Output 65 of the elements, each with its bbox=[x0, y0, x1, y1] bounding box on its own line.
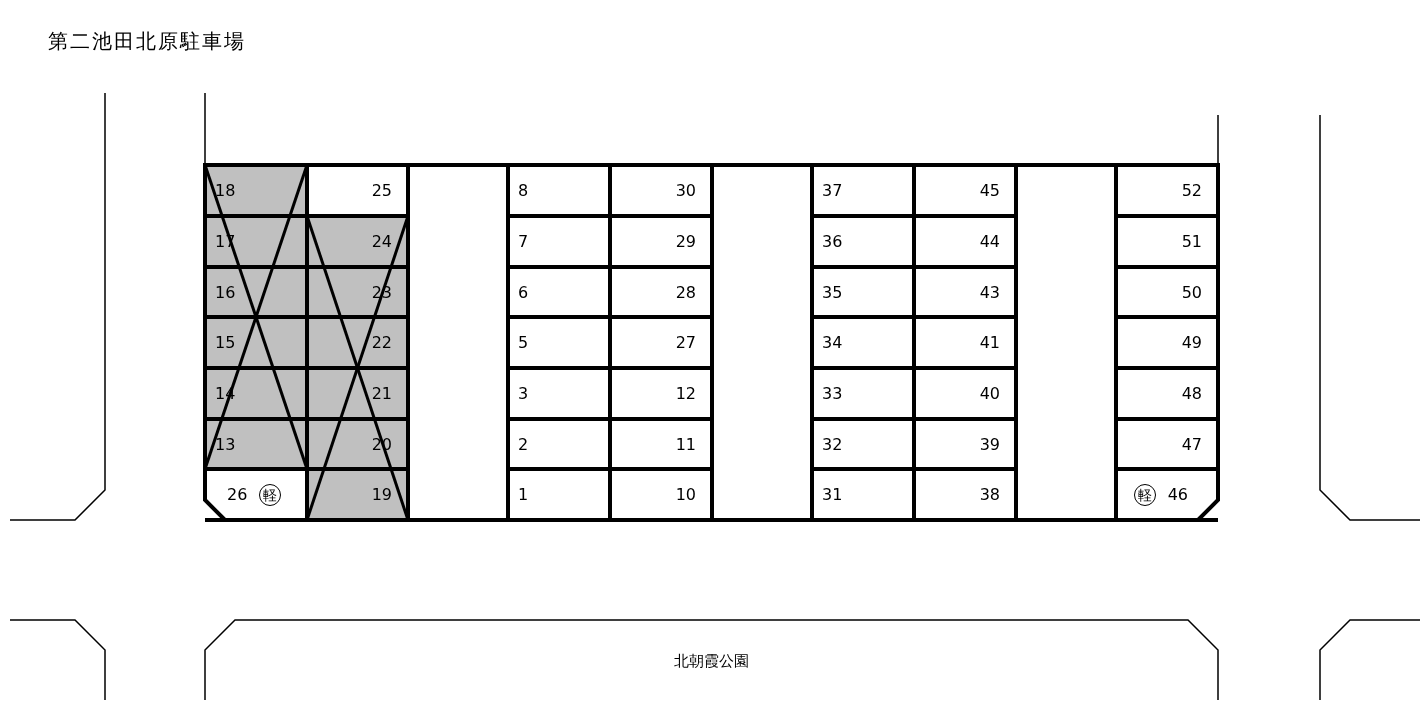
parking-space bbox=[205, 419, 307, 469]
parking-space bbox=[307, 469, 408, 520]
space-number: 39 bbox=[979, 434, 1000, 454]
space-number: 49 bbox=[1181, 333, 1202, 352]
space-number: 11 bbox=[675, 434, 696, 454]
space-number: 30 bbox=[675, 181, 696, 200]
space-number: 28 bbox=[675, 282, 696, 302]
space-number: 40 bbox=[979, 384, 1000, 403]
parking-space bbox=[1116, 419, 1218, 469]
space-number: 1 bbox=[518, 485, 529, 504]
space-number: 51 bbox=[1181, 232, 1202, 251]
space-number: 34 bbox=[822, 333, 843, 352]
space-number: 22 bbox=[371, 333, 392, 352]
parking-space bbox=[1116, 216, 1218, 267]
space-number: 6 bbox=[518, 282, 529, 302]
space-number: 15 bbox=[215, 333, 236, 352]
space-number: 38 bbox=[979, 485, 1000, 504]
space-number: 10 bbox=[675, 485, 696, 504]
park-area bbox=[205, 620, 1218, 700]
space-number: 36 bbox=[822, 232, 843, 251]
space-number: 3 bbox=[518, 384, 529, 403]
parking-space bbox=[307, 317, 408, 368]
parking-space bbox=[1116, 317, 1218, 368]
space-number: 33 bbox=[822, 384, 843, 403]
park-name: 北朝霞公園 bbox=[673, 652, 750, 671]
space-number: 27 bbox=[675, 333, 696, 352]
parking-space bbox=[307, 216, 408, 267]
space-number: 7 bbox=[518, 232, 529, 251]
parking-space bbox=[1116, 165, 1218, 216]
parking-space bbox=[205, 317, 307, 368]
parking-space bbox=[1116, 368, 1218, 419]
space-number: 35 bbox=[822, 282, 843, 302]
parking-space bbox=[307, 267, 408, 317]
space-number: 24 bbox=[371, 232, 392, 251]
space-number: 12 bbox=[675, 384, 696, 403]
parking-space bbox=[307, 368, 408, 419]
space-number: 48 bbox=[1181, 384, 1202, 403]
space-number: 44 bbox=[979, 232, 1000, 251]
space-number: 16 bbox=[215, 282, 236, 302]
space-number: 52 bbox=[1181, 181, 1202, 200]
space-number: 5 bbox=[518, 333, 529, 352]
parking-space bbox=[205, 165, 307, 216]
space-number: 26 bbox=[227, 485, 248, 504]
space-number: 32 bbox=[822, 434, 843, 454]
space-number: 29 bbox=[675, 232, 696, 251]
title: 第二池田北原駐車場 bbox=[48, 28, 246, 55]
space-number: 2 bbox=[518, 434, 529, 454]
space-number: 19 bbox=[371, 485, 392, 504]
space-number: 21 bbox=[371, 384, 392, 403]
parking-space bbox=[1116, 469, 1218, 520]
space-number: 43 bbox=[979, 282, 1000, 302]
space-number: 45 bbox=[979, 181, 1000, 200]
space-number: 31 bbox=[822, 485, 843, 504]
space-number: 41 bbox=[979, 333, 1000, 352]
space-number: 18 bbox=[215, 181, 236, 200]
space-number: 50 bbox=[1181, 282, 1202, 302]
space-number: 37 bbox=[822, 181, 843, 200]
space-number: 8 bbox=[518, 181, 529, 200]
space-number: 13 bbox=[215, 434, 236, 454]
parking-space bbox=[205, 267, 307, 317]
parking-space bbox=[307, 419, 408, 469]
space-number: 25 bbox=[371, 181, 392, 200]
parking-space bbox=[1116, 267, 1218, 317]
space-number: 46 bbox=[1167, 485, 1188, 504]
space-number: 47 bbox=[1181, 434, 1202, 454]
